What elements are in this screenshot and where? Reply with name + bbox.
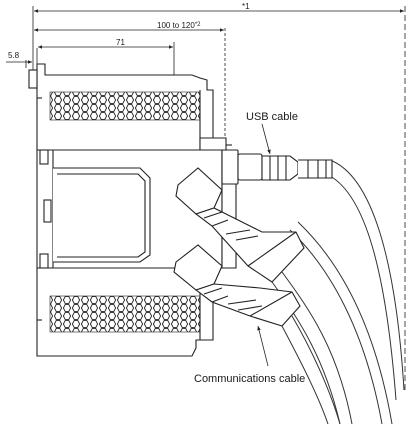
communications-cable-label: Communications cable (194, 373, 305, 385)
comm-connector-upper (175, 167, 305, 283)
offset-dimension-label: 5.8 (8, 51, 20, 60)
upper-vent-grille (49, 91, 201, 121)
device-housing (28, 63, 223, 357)
comm-connector-lower (173, 244, 301, 327)
width-dimension-label: 71 (116, 38, 125, 47)
dimension-lines (6, 6, 406, 390)
usb-cable-label: USB cable (246, 111, 298, 123)
usb-connector (221, 149, 333, 185)
total-dimension-label: *1 (242, 2, 250, 11)
lower-vent-grille (49, 295, 201, 333)
usb-cable-lines (329, 159, 405, 401)
callout-leaders (257, 123, 271, 367)
range-dimension-label: 100 to 120*2 (157, 21, 201, 30)
